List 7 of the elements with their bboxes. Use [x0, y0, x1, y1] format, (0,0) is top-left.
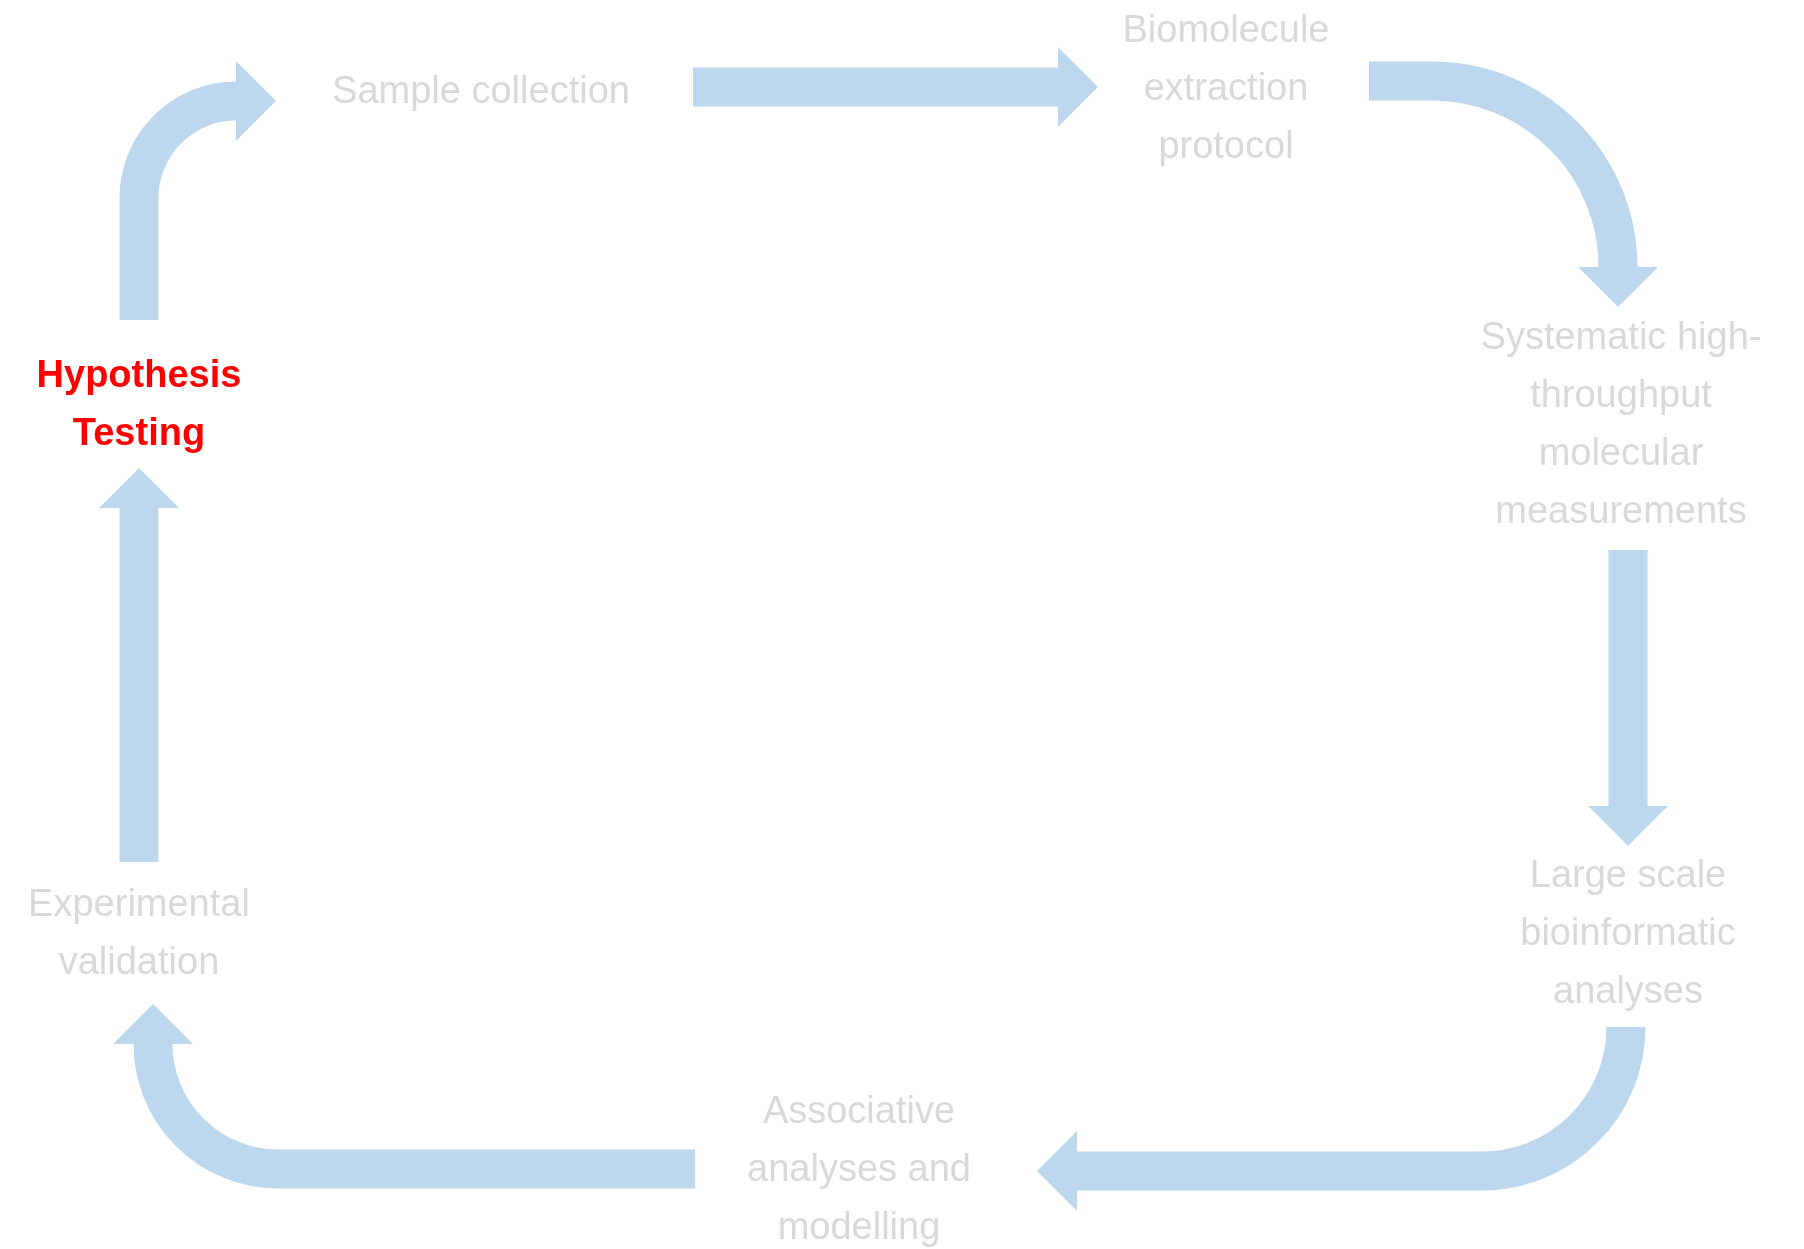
block-arrow: [1369, 61, 1658, 307]
block-arrow: [99, 468, 179, 862]
block-arrow: [1588, 550, 1668, 846]
step-label: Hypothesis Testing: [35, 352, 243, 455]
block-arrow: [119, 61, 276, 320]
block-arrow: [113, 1004, 695, 1189]
block-arrow: [693, 47, 1098, 127]
